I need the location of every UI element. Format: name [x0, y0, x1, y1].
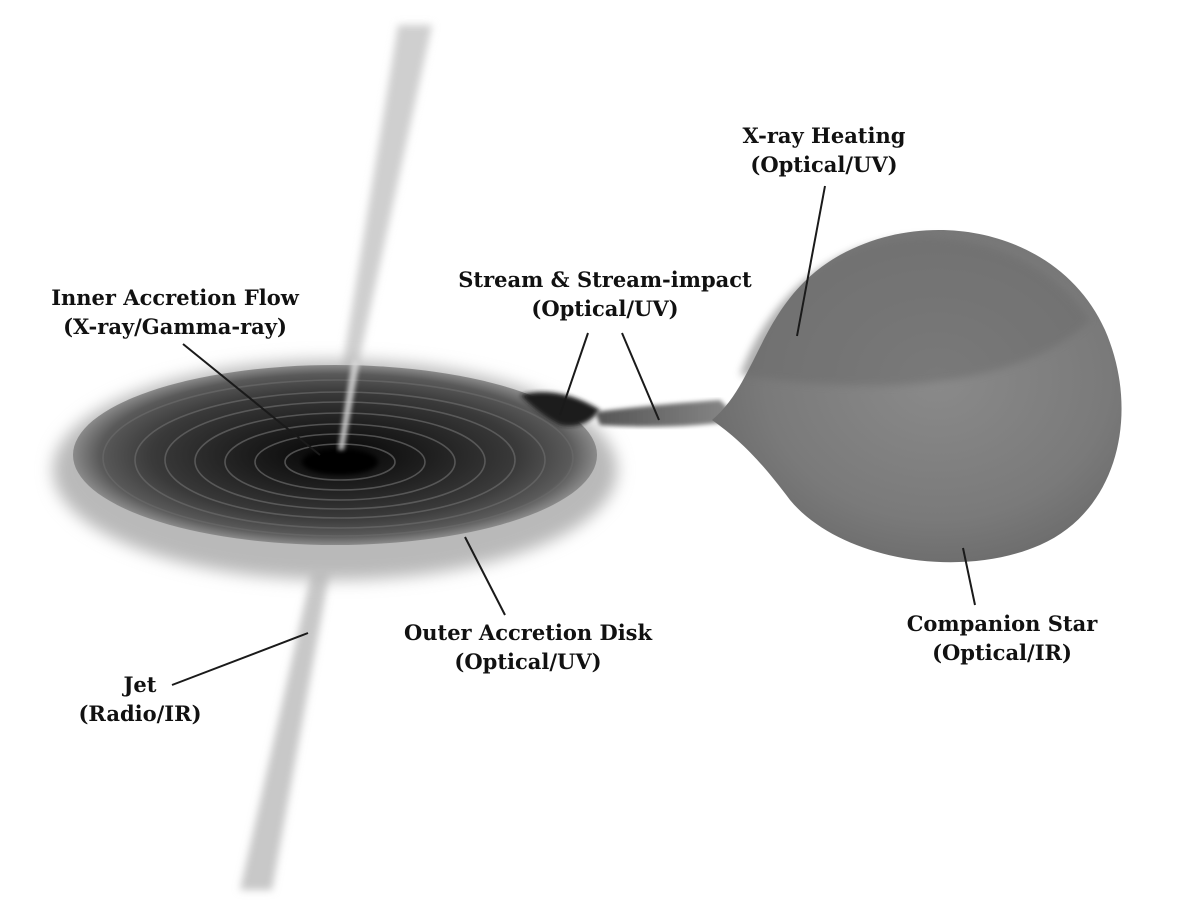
- label-jet-band: (Radio/IR): [78, 701, 202, 726]
- label-outer-disk: Outer Accretion Disk (Optical/UV): [404, 618, 652, 676]
- label-inner-flow-band: (X-ray/Gamma-ray): [63, 314, 287, 339]
- leader-outer-disk: [464, 536, 506, 616]
- leader-companion: [962, 547, 976, 606]
- gas-stream: [595, 400, 740, 427]
- label-stream-title: Stream & Stream-impact: [458, 267, 752, 292]
- label-stream-band: (Optical/UV): [531, 296, 679, 321]
- label-xray-heating-title: X-ray Heating: [742, 123, 906, 148]
- label-xray-heating-band: (Optical/UV): [750, 152, 898, 177]
- jet: [240, 25, 432, 890]
- label-inner-flow: Inner Accretion Flow (X-ray/Gamma-ray): [51, 283, 299, 341]
- inner-accretion-core: [302, 449, 378, 475]
- label-inner-flow-title: Inner Accretion Flow: [51, 285, 299, 310]
- jet-inner: [338, 360, 360, 450]
- disk-swirls: [102, 379, 574, 537]
- label-xray-heating: X-ray Heating (Optical/UV): [743, 121, 906, 179]
- label-outer-disk-band: (Optical/UV): [454, 649, 602, 674]
- leader-xray-heating: [796, 185, 826, 337]
- label-companion: Companion Star (Optical/IR): [907, 609, 1098, 667]
- leader-stream-impact: [559, 332, 589, 416]
- label-jet-title: Jet: [123, 672, 157, 697]
- leader-jet: [171, 632, 309, 686]
- leader-inner-flow: [182, 343, 321, 456]
- leader-stream: [621, 332, 660, 421]
- label-jet: Jet (Radio/IR): [78, 670, 201, 728]
- jet-upper: [332, 25, 432, 430]
- heated-face: [740, 236, 1090, 386]
- label-companion-band: (Optical/IR): [932, 640, 1072, 665]
- label-outer-disk-title: Outer Accretion Disk: [403, 620, 653, 645]
- label-stream: Stream & Stream-impact (Optical/UV): [458, 265, 752, 323]
- label-companion-title: Companion Star: [906, 611, 1098, 636]
- stream-impact: [520, 392, 600, 426]
- jet-lower: [240, 570, 330, 890]
- leader-lines: [171, 185, 976, 686]
